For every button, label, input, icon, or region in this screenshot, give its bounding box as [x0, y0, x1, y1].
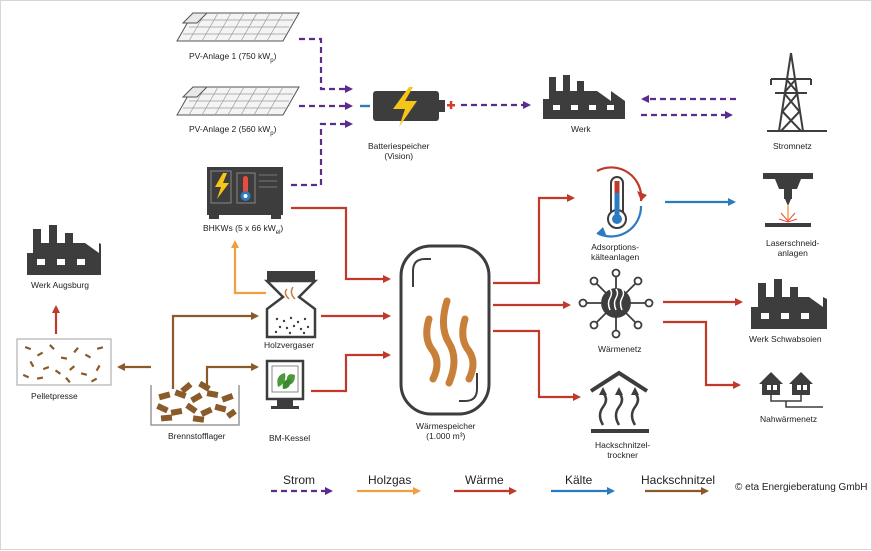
- holzvergaser-label: Holzvergaser: [264, 340, 315, 350]
- factory-icon: [543, 75, 625, 119]
- flow-bmkessel-to-speicher: [311, 351, 391, 393]
- pellet-press-icon: [16, 338, 112, 386]
- waermenetz-label: Wärmenetz: [598, 344, 642, 354]
- legend-label-hackschnitzel: Hackschnitzel: [641, 473, 716, 487]
- legend-label-kaelte: Kälte: [565, 473, 593, 487]
- biomass-boiler-icon: [265, 359, 305, 409]
- legend-label-waerme: Wärme: [465, 473, 504, 487]
- battery-label: Batteriespeicher(Vision): [368, 141, 430, 161]
- flow-waermenetz-to-nahwaerme: [663, 320, 741, 389]
- flow-pv1-to-battery: [299, 37, 353, 93]
- flow-bhkw-to-battery: [291, 120, 353, 187]
- hackschnitzel-flows: [117, 312, 259, 389]
- strom-flows: [291, 37, 736, 187]
- flow-holzgas-to-bhkw: [231, 240, 266, 295]
- heat-storage-tank-icon: [399, 244, 491, 416]
- solar-panel-icon: [176, 12, 300, 42]
- werk-label: Werk: [571, 124, 591, 134]
- battery-icon: [373, 87, 455, 127]
- chp-unit-icon: [207, 167, 283, 219]
- flow-speicher-to-trockner: [493, 329, 581, 401]
- bhkw-label: BHKWs (5 x 66 kWel): [203, 223, 284, 236]
- factory-icon: [27, 225, 101, 275]
- fuel-storage-icon: [150, 380, 240, 426]
- pelletpresse-label: Pelletpresse: [31, 391, 78, 401]
- legend-label-holzgas: Holzgas: [368, 473, 412, 487]
- pv1-label: PV-Anlage 1 (750 kWp): [189, 51, 277, 64]
- werk-schwabsoien-label: Werk Schwabsoien: [749, 334, 822, 344]
- factory-icon: [751, 279, 827, 329]
- wood-chip-dryer-icon: [589, 370, 649, 433]
- waerme-flows: [52, 194, 743, 401]
- flow-lager-to-holzvergaser: [171, 312, 259, 389]
- wood-gasifier-icon: [263, 271, 319, 339]
- nahwaermenetz-label: Nahwärmenetz: [760, 414, 818, 424]
- houses-icon: [759, 372, 823, 408]
- hackschnitzeltrockner-label: Hackschnitzel-trockner: [595, 440, 651, 460]
- stromnetz-label: Stromnetz: [773, 141, 812, 151]
- copyright-notice: © eta Energieberatung GmbH: [735, 482, 868, 493]
- heat-network-icon: [578, 268, 654, 339]
- waermespeicher-label: Wärmespeicher(1.000 m³): [416, 421, 476, 441]
- werk-augsburg-label: Werk Augsburg: [31, 280, 89, 290]
- flow-speicher-to-adsorption: [493, 194, 575, 285]
- solar-panel-icon: [176, 86, 300, 116]
- adsorption-label: Adsorptions-kälteanlagen: [591, 242, 640, 262]
- pv2-label: PV-Anlage 2 (560 kWp): [189, 124, 277, 137]
- thermometer-cycle-icon: [596, 166, 647, 238]
- flow-bhkw-to-speicher: [291, 206, 391, 283]
- laser-label: Laserschneid-anlagen: [766, 238, 820, 258]
- legend-label-strom: Strom: [283, 473, 316, 487]
- flow-lager-to-bmkessel: [205, 363, 259, 389]
- brennstofflager-label: Brennstofflager: [168, 431, 226, 441]
- power-pylon-icon: [767, 52, 827, 132]
- bm-kessel-label: BM-Kessel: [269, 433, 311, 443]
- laser-cutter-icon: [763, 173, 813, 227]
